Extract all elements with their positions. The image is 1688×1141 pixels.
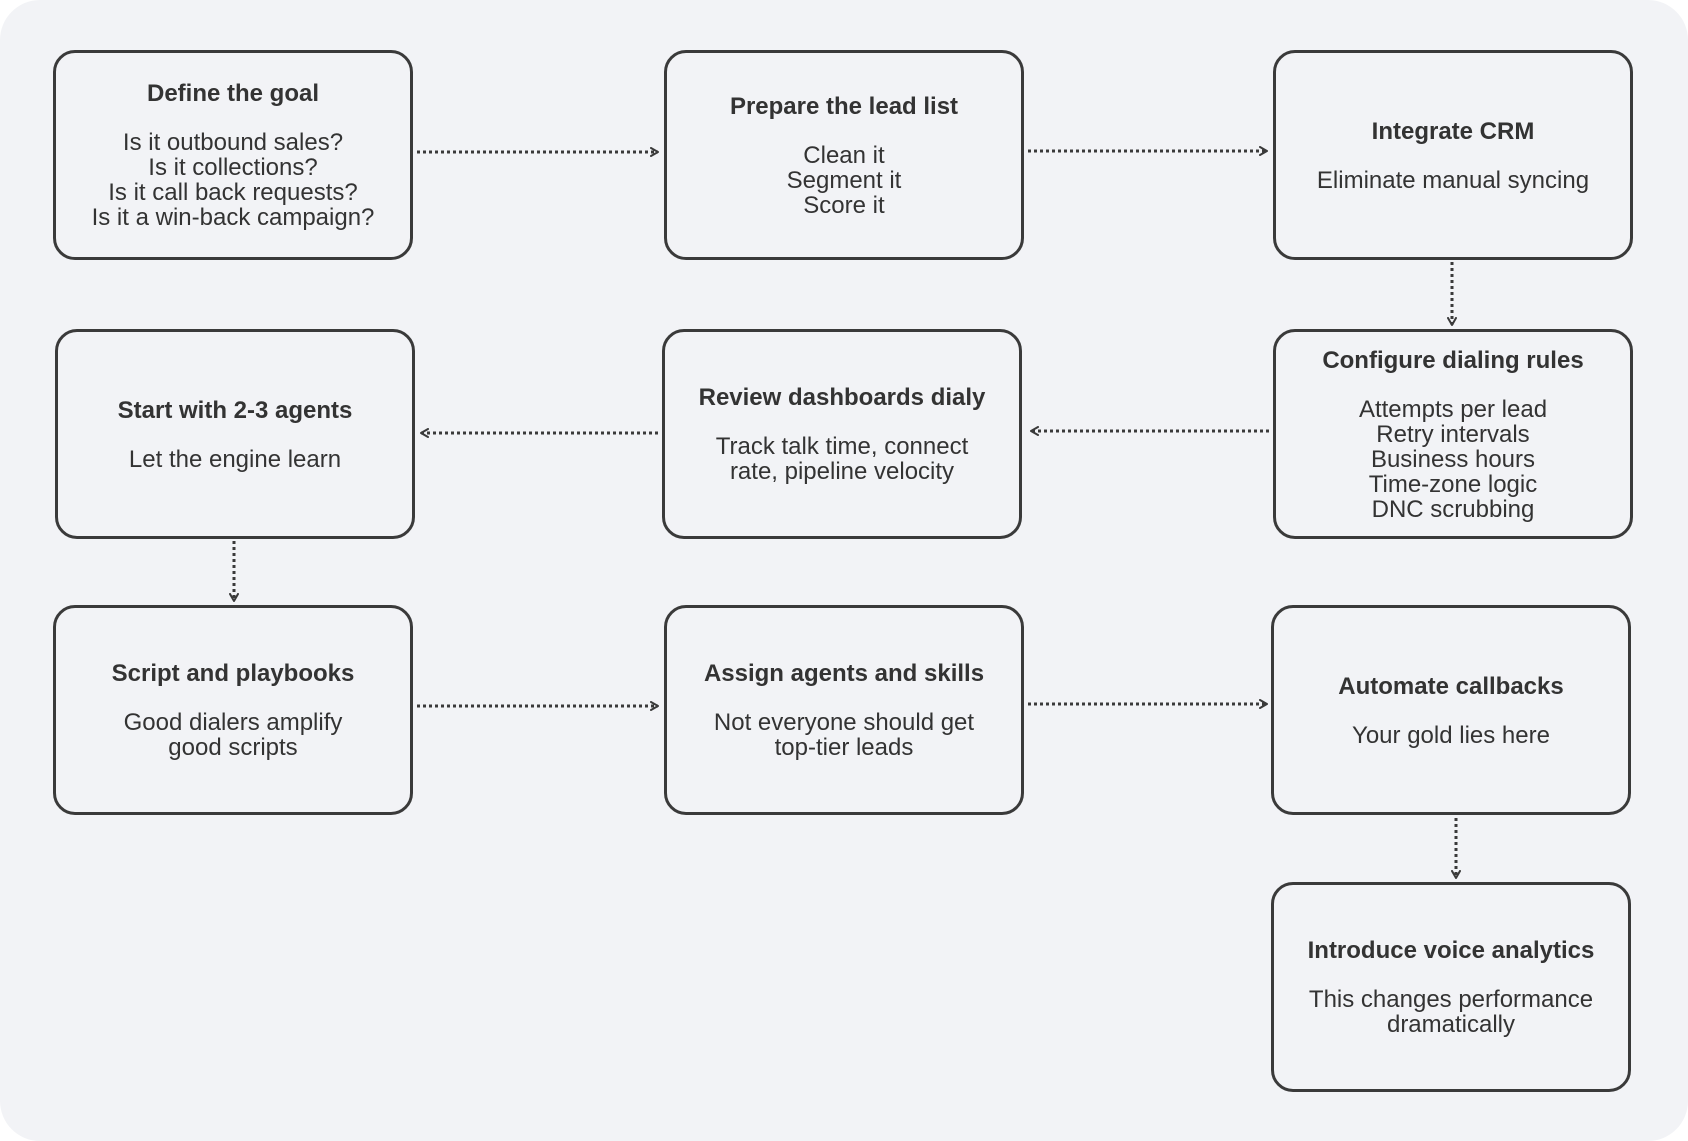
flow-node-automate-callbacks: Automate callbacks Your gold lies here: [1271, 605, 1631, 815]
node-title: Introduce voice analytics: [1307, 937, 1595, 964]
node-line: Segment it: [786, 166, 902, 194]
node-line: Is it a win-back campaign?: [91, 204, 375, 231]
node-title: Configure dialing rules: [1322, 346, 1584, 374]
node-line: Is it call back requests?: [108, 179, 358, 206]
node-body: Track talk time, connect rate, pipeline …: [716, 434, 969, 484]
flow-node-review-dashboards: Review dashboards dialy Track talk time,…: [662, 329, 1022, 539]
node-title: Integrate CRM: [1371, 117, 1535, 145]
node-line: good scripts: [168, 734, 298, 761]
node-body: Is it outbound sales? Is it collections?…: [92, 130, 375, 230]
node-line: Retry intervals: [1376, 420, 1530, 448]
node-line: Let the engine learn: [128, 445, 342, 473]
node-title: Script and playbooks: [111, 660, 355, 687]
node-title: Automate callbacks: [1338, 672, 1564, 700]
node-line: rate, pipeline velocity: [729, 458, 955, 485]
node-line: Track talk time, connect: [715, 433, 969, 460]
node-body: This changes performance dramatically: [1309, 987, 1593, 1037]
node-title: Assign agents and skills: [703, 660, 985, 687]
flow-node-start-agents: Start with 2-3 agents Let the engine lea…: [55, 329, 415, 539]
node-line: Good dialers amplify: [123, 709, 343, 736]
node-title: Start with 2-3 agents: [117, 396, 353, 424]
node-line: Clean it: [803, 141, 885, 169]
node-line: DNC scrubbing: [1371, 495, 1535, 523]
flow-node-define-goal: Define the goal Is it outbound sales? Is…: [53, 50, 413, 260]
flow-node-configure-dialing-rules: Configure dialing rules Attempts per lea…: [1273, 329, 1633, 539]
node-body: Let the engine learn: [129, 447, 341, 472]
node-body: Clean it Segment it Score it: [787, 143, 902, 218]
node-body: Good dialers amplify good scripts: [124, 710, 343, 760]
node-line: This changes performance: [1308, 986, 1594, 1013]
node-body: Not everyone should get top-tier leads: [714, 710, 974, 760]
flow-node-prepare-lead-list: Prepare the lead list Clean it Segment i…: [664, 50, 1024, 260]
node-line: Attempts per lead: [1358, 395, 1548, 423]
node-line: Is it collections?: [148, 154, 318, 181]
node-line: Time-zone logic: [1368, 470, 1538, 498]
node-line: Your gold lies here: [1352, 721, 1550, 749]
node-body: Your gold lies here: [1352, 723, 1550, 748]
node-line: Score it: [803, 191, 885, 219]
node-line: Not everyone should get: [713, 709, 975, 736]
node-body: Eliminate manual syncing: [1317, 168, 1589, 193]
node-body: Attempts per lead Retry intervals Busine…: [1359, 397, 1547, 522]
node-title: Review dashboards dialy: [698, 384, 986, 411]
node-line: Is it outbound sales?: [122, 129, 344, 156]
node-line: Business hours: [1370, 445, 1536, 473]
flow-node-voice-analytics: Introduce voice analytics This changes p…: [1271, 882, 1631, 1092]
flow-node-script-playbooks: Script and playbooks Good dialers amplif…: [53, 605, 413, 815]
flow-node-integrate-crm: Integrate CRM Eliminate manual syncing: [1273, 50, 1633, 260]
node-title: Define the goal: [146, 80, 320, 107]
node-title: Prepare the lead list: [729, 92, 959, 120]
flow-node-assign-agents: Assign agents and skills Not everyone sh…: [664, 605, 1024, 815]
node-line: Eliminate manual syncing: [1316, 166, 1590, 194]
node-line: top-tier leads: [774, 734, 914, 761]
node-line: dramatically: [1386, 1011, 1516, 1038]
